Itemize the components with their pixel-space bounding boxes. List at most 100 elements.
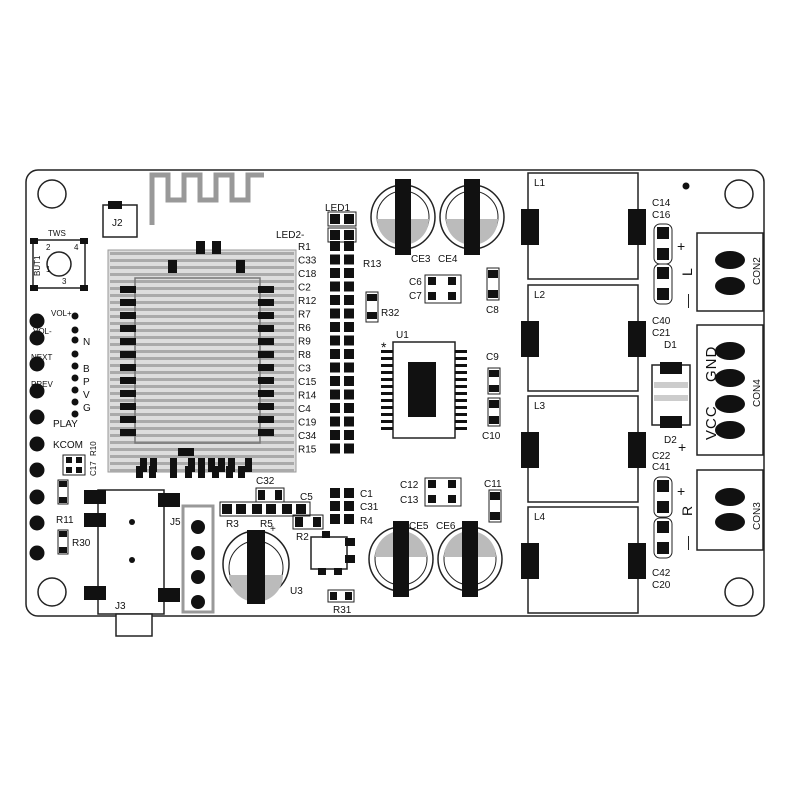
r31-outline: [327, 589, 355, 603]
gnd-label: GND: [703, 346, 720, 382]
inductor-pad: [628, 543, 646, 579]
vcc-label: VCC: [703, 405, 720, 440]
c6-pad: [428, 277, 436, 285]
j2-pad: [108, 201, 122, 209]
button-pin-4: 4: [74, 243, 79, 252]
ref-label-c4: C4: [298, 404, 311, 415]
bt-module-pad: [120, 286, 136, 293]
j5-pin: [191, 546, 205, 560]
u1-pin: [381, 413, 393, 416]
connector-pin: [715, 421, 745, 439]
con2-minus: —: [679, 294, 695, 308]
ref-pad: [330, 322, 340, 332]
button-ref-label: BUT1: [33, 255, 42, 276]
c9-outline: [487, 367, 501, 395]
u1-pin: [381, 420, 393, 423]
ref-pad: [330, 514, 340, 524]
bt-module-pad: [120, 325, 136, 332]
button-pad: [30, 238, 38, 244]
c10-pad: [489, 416, 499, 424]
resistor-pad: [296, 504, 306, 514]
ref-pad: [344, 254, 354, 265]
u1-pin: [381, 371, 393, 374]
j3-pad: [84, 586, 106, 600]
c11-pad: [490, 492, 500, 500]
diode-pad: [660, 362, 682, 374]
bt-module-pad: [218, 458, 225, 472]
ref-pad: [344, 308, 354, 319]
led2-pad: [330, 230, 340, 240]
ref-pad: [344, 281, 354, 292]
u1-pin: [381, 392, 393, 395]
button-pad: [80, 238, 88, 244]
button-pin-2: 2: [46, 243, 51, 252]
c22-label: C22: [652, 451, 671, 462]
c9-pad: [489, 370, 499, 377]
ref-pad: [344, 403, 354, 413]
c1-label: C1: [360, 489, 373, 500]
bt-module-stripe: [110, 280, 294, 283]
bt-module-pad: [258, 377, 274, 384]
u1-pin: [455, 350, 467, 353]
module-pin-dot: [71, 386, 79, 394]
bt-module-stripe: [110, 448, 294, 451]
side-pin: [29, 409, 45, 425]
c6-pad: [448, 277, 456, 285]
ref-label-c15: C15: [298, 377, 317, 388]
connector-pin: [715, 342, 745, 360]
inductor-pad: [628, 321, 646, 357]
r30-label: R30: [72, 538, 91, 549]
c17-label: C17: [89, 461, 98, 476]
resistor-pad: [236, 504, 246, 514]
connector-pin: [715, 277, 745, 295]
j3-pad: [158, 588, 180, 602]
bt-module-pad: [258, 286, 274, 293]
u1-pin: [455, 399, 467, 402]
con3-plus: +: [677, 483, 685, 499]
led2-outline: [327, 227, 357, 243]
c12-label: C12: [400, 480, 419, 491]
module-pin-dot: [71, 312, 79, 320]
ref-pad: [330, 389, 340, 400]
side-pin: [29, 489, 45, 505]
ce5-label: CE5: [409, 521, 429, 532]
right-cap-pad: [657, 480, 669, 492]
ref-pad: [344, 295, 354, 305]
j3-pad: [84, 490, 106, 504]
fiducial-dot: [682, 182, 690, 190]
inductor-pad: [521, 209, 539, 245]
l4-label: L4: [534, 512, 546, 523]
bt-module-pad: [170, 458, 177, 472]
bt-module-pad: [258, 429, 274, 436]
bt-module-pad: [198, 466, 205, 478]
c6-label: C6: [409, 277, 422, 288]
ref-label-r14: R14: [298, 391, 317, 402]
regulator-body: [310, 536, 348, 570]
bt-module-pad: [245, 458, 252, 472]
bt-module-stripe: [110, 413, 294, 416]
con3-minus: —: [679, 536, 695, 550]
r2-pad: [313, 517, 321, 527]
bt-module-stripe: [110, 322, 294, 325]
ref-label-c19: C19: [298, 418, 317, 429]
label-prev: PREV: [31, 380, 53, 389]
j5-pin: [191, 570, 205, 584]
u1-thermal-pad: [408, 362, 436, 417]
right-cap-pad: [657, 501, 669, 513]
ref-pad: [344, 488, 354, 498]
r32-outline: [365, 291, 379, 323]
side-pin: [29, 313, 45, 329]
c13-pad: [428, 495, 436, 503]
con3-body: [696, 469, 764, 551]
module-pin-v: V: [83, 390, 90, 401]
bt-module-stripe: [110, 315, 294, 318]
u1-pin: [455, 413, 467, 416]
r30-outline: [57, 529, 69, 555]
u1-pin: [455, 392, 467, 395]
bt-module-pad: [149, 466, 156, 478]
c8-label: C8: [486, 305, 499, 316]
bt-module-pad: [258, 364, 274, 371]
bt-module-stripe: [110, 427, 294, 430]
bt-module-stripe: [110, 287, 294, 290]
